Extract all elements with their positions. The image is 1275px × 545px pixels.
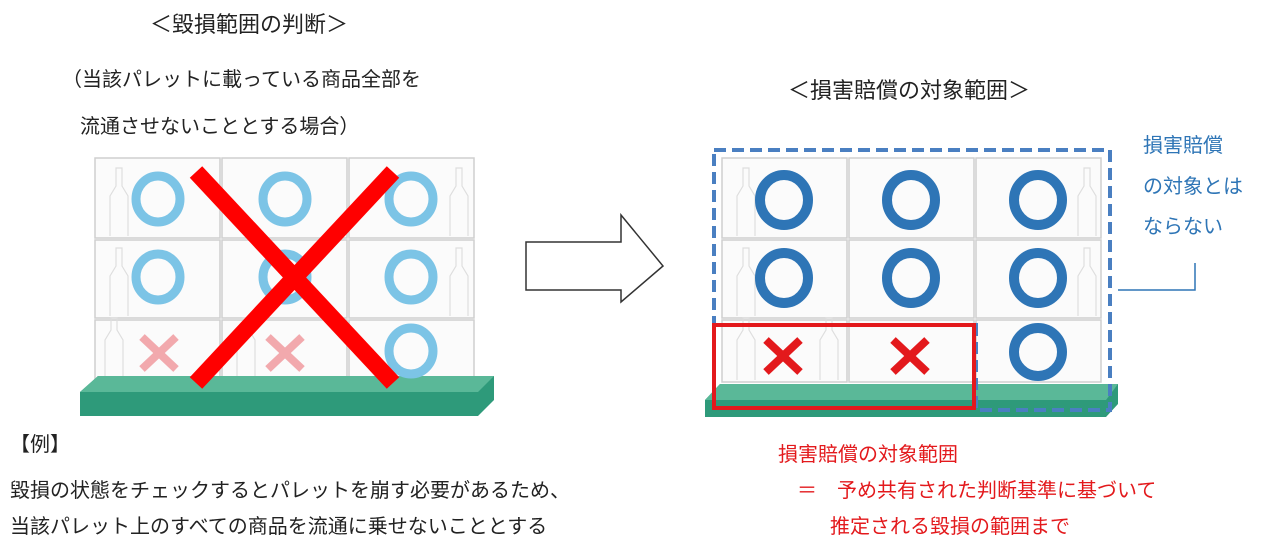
ok-circle-icon <box>755 170 813 230</box>
scope-line1: 損害賠償の対象範囲 <box>778 442 958 466</box>
scope-line3: 推定される毀損の範囲まで <box>830 514 1070 538</box>
right-damaged-marks <box>763 337 930 375</box>
ok-circle-icon <box>755 248 813 308</box>
right-ok-circles <box>755 170 1067 381</box>
cross-icon <box>763 337 803 375</box>
example-line2: 当該パレット上のすべての商品を流通に乗せないこととする <box>10 514 548 538</box>
callout-line <box>1118 263 1196 291</box>
faded-cross-icon <box>265 334 305 372</box>
right-title: ＜損害賠償の対象範囲＞ <box>788 79 1031 104</box>
ok-circle-icon <box>131 171 185 227</box>
ok-circle-icon <box>258 171 312 227</box>
left-title: ＜毀損範囲の判断＞ <box>150 13 349 38</box>
ok-circle-icon <box>1009 323 1067 381</box>
left-pallet <box>80 376 494 416</box>
ok-circle-icon <box>882 170 940 230</box>
ok-circle-icon <box>1009 248 1067 308</box>
right-pallet-group <box>705 148 1196 417</box>
ok-circle-icon <box>131 249 185 305</box>
excluded-note-line2: の対象とは <box>1143 174 1243 198</box>
left-subtitle-line2: 流通させないこととする場合） <box>80 114 360 138</box>
ok-circle-icon <box>384 323 438 379</box>
left-subtitle-line1: （当該パレットに載っている商品全部を <box>62 67 421 91</box>
ok-circle-icon <box>384 249 438 305</box>
excluded-note-line3: ならない <box>1143 214 1223 238</box>
example-heading: 【例】 <box>10 432 70 456</box>
scope-line2: ＝ 予め共有された判断基準に基づいて <box>797 478 1157 502</box>
compensation-region-frame <box>712 323 976 410</box>
big-cross-icon <box>189 166 400 389</box>
example-line1: 毀損の状態をチェックするとパレットを崩す必要があるため、 <box>10 478 570 502</box>
faded-cross-icon <box>139 334 179 372</box>
excluded-note-line1: 損害賠償 <box>1143 133 1223 157</box>
ok-circle-icon <box>1009 170 1067 230</box>
left-damaged-marks <box>139 334 305 372</box>
ok-circle-icon <box>384 171 438 227</box>
right-pallet <box>705 384 1118 417</box>
cross-icon <box>890 337 930 375</box>
left-pallet-group <box>80 157 494 416</box>
ok-circle-icon <box>882 248 940 308</box>
right-bottle-outlines <box>736 167 1097 380</box>
right-arrow-icon <box>525 212 665 304</box>
